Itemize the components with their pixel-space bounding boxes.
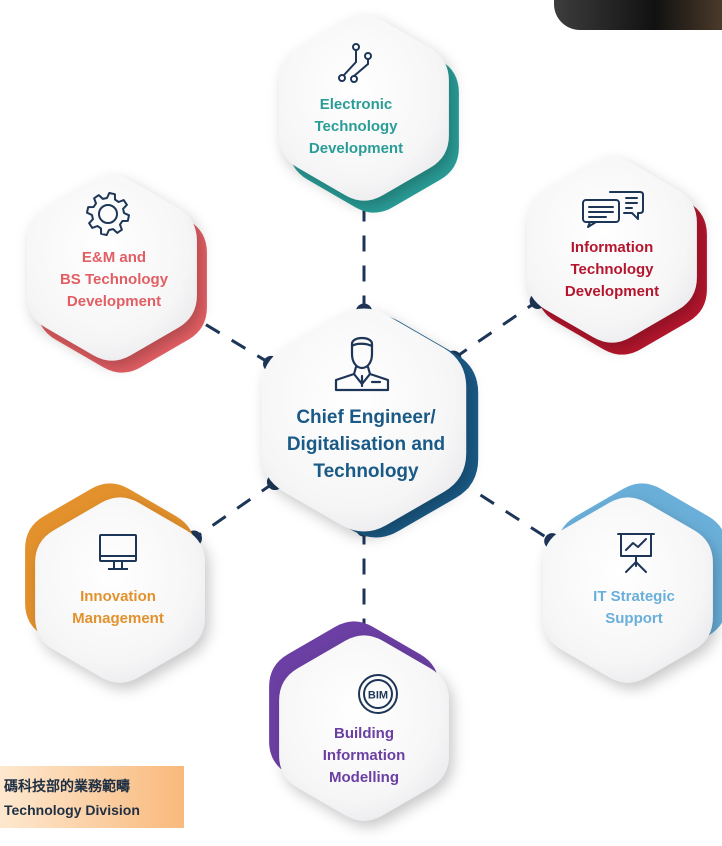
hex-node-innovation — [25, 483, 205, 683]
node-bim-label: Building Information Modelling — [284, 723, 444, 789]
node-label-line: Electronic — [319, 96, 393, 113]
connector-line — [454, 477, 554, 543]
node-label-line: Management — [72, 610, 164, 627]
node-innovation-label: Innovation Management — [36, 586, 200, 630]
caption-line-english: Technology Division — [4, 802, 140, 818]
caption-line-chinese: 碼科技部的業務範疇 — [4, 778, 130, 794]
center-label: Chief Engineer/ Digitalisation and Techn… — [236, 404, 496, 485]
node-em-bs-label: E&M and BS Technology Development — [32, 247, 196, 313]
node-label-line: Technology — [314, 118, 398, 135]
node-label-line: Building — [334, 725, 394, 742]
monitor-icon — [99, 534, 137, 570]
hex-face — [27, 175, 197, 361]
bim-badge-text: BIM — [368, 690, 388, 702]
hex-face — [261, 308, 467, 532]
hex-node-center — [261, 308, 479, 538]
node-label-line: Innovation — [80, 588, 156, 605]
node-label-line: IT Strategic — [593, 588, 675, 605]
hex-node-em-bs — [27, 175, 207, 373]
hex-node-it-strategic — [543, 483, 722, 683]
connector-line — [452, 299, 539, 360]
node-label-line: Modelling — [329, 769, 399, 786]
header-photo — [554, 0, 722, 30]
hex-face — [527, 157, 697, 343]
presentation-board-icon — [617, 533, 655, 573]
connector-line — [193, 480, 276, 540]
hex-face — [543, 497, 713, 683]
node-label-line: Development — [308, 140, 404, 157]
node-information-label: Information Technology Development — [530, 237, 694, 303]
bim-badge-icon: BIM — [358, 674, 398, 714]
circuit-icon — [338, 43, 372, 83]
node-it-strategic-label: IT Strategic Support — [552, 586, 716, 630]
node-label-line: Technology — [570, 261, 654, 278]
node-label-line: BS Technology — [59, 271, 169, 288]
hex-node-electronic — [279, 15, 459, 213]
hex-face — [279, 635, 449, 821]
node-label-line: Development — [564, 283, 660, 300]
hex-node-information — [527, 157, 707, 355]
center-label-line: Chief Engineer/ — [296, 407, 436, 428]
center-label-line: Technology — [313, 461, 419, 482]
node-label-line: Information — [570, 239, 654, 256]
division-caption: 碼科技部的業務範疇 Technology Division — [0, 766, 184, 828]
hex-node-bim — [269, 621, 449, 821]
node-label-line: Information — [322, 747, 406, 764]
hexagon-nodes — [25, 15, 722, 821]
chat-bubbles-icon — [582, 191, 644, 228]
node-label-line: Development — [66, 293, 162, 310]
hex-face — [279, 15, 449, 201]
node-electronic-label: Electronic Technology Development — [276, 94, 436, 160]
node-label-line: E&M and — [81, 249, 147, 266]
center-label-line: Digitalisation and — [286, 434, 446, 455]
hex-face — [35, 497, 205, 683]
engineer-person-icon — [334, 336, 390, 392]
connector-line — [188, 313, 272, 366]
node-label-line: Support — [605, 610, 663, 627]
gear-icon — [86, 192, 130, 236]
